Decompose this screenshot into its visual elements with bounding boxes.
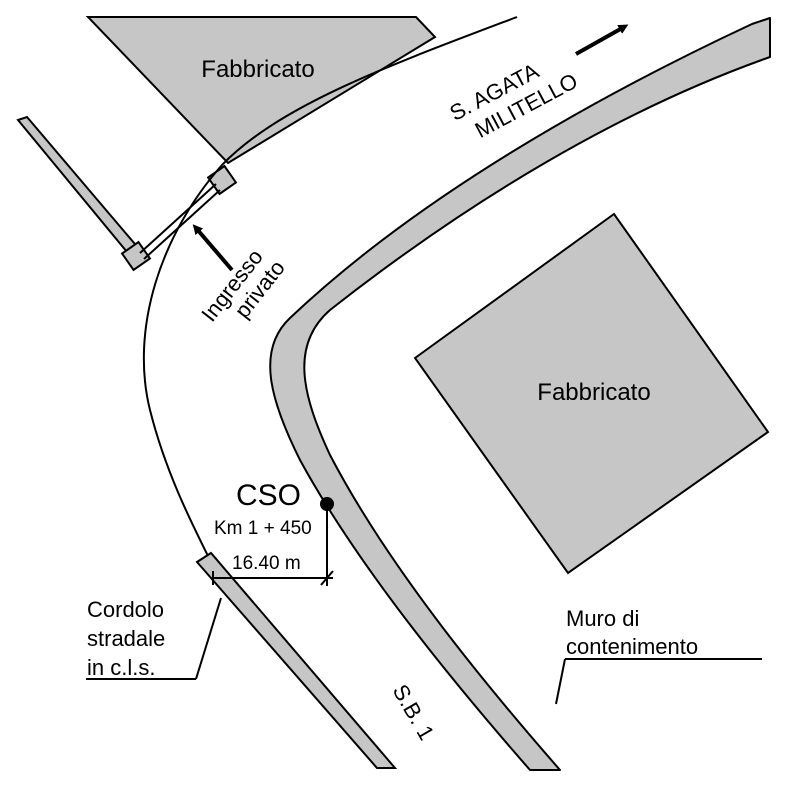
building-right-label: Fabbricato — [537, 379, 650, 406]
curb-label-line2: stradale — [87, 626, 165, 651]
curb-leader — [195, 597, 222, 680]
cso-label: CSO — [236, 479, 301, 512]
road-label: S.B. 1 — [388, 680, 440, 744]
km-label: Km 1 + 450 — [214, 518, 312, 539]
wall-label-line1: Muro di — [566, 606, 639, 631]
road-curb — [195, 551, 398, 769]
wall-leader — [555, 658, 566, 705]
building-top — [85, 16, 437, 165]
gate-bar-1 — [139, 183, 217, 254]
building-top-label: Fabbricato — [201, 56, 314, 83]
distance-label: 16.40 m — [232, 553, 301, 574]
arrow-up-right-icon — [575, 24, 629, 56]
arrow-up-left-icon — [192, 224, 234, 272]
road-edge-left — [142, 16, 518, 561]
curb-label-line3: in c.l.s. — [87, 655, 155, 680]
curb-label-line1: Cordolo — [87, 597, 164, 622]
dimension-tick-right — [320, 570, 334, 586]
filled-circle-marker — [320, 497, 334, 511]
retaining-wall — [269, 17, 771, 771]
entrance-label-group: Ingresso privato — [196, 244, 290, 326]
gate-post-top — [206, 164, 238, 196]
gate-bar-2 — [143, 189, 221, 260]
building-right — [413, 212, 770, 575]
wall-label-line2: contenimento — [566, 634, 698, 659]
left-fence — [16, 115, 142, 260]
